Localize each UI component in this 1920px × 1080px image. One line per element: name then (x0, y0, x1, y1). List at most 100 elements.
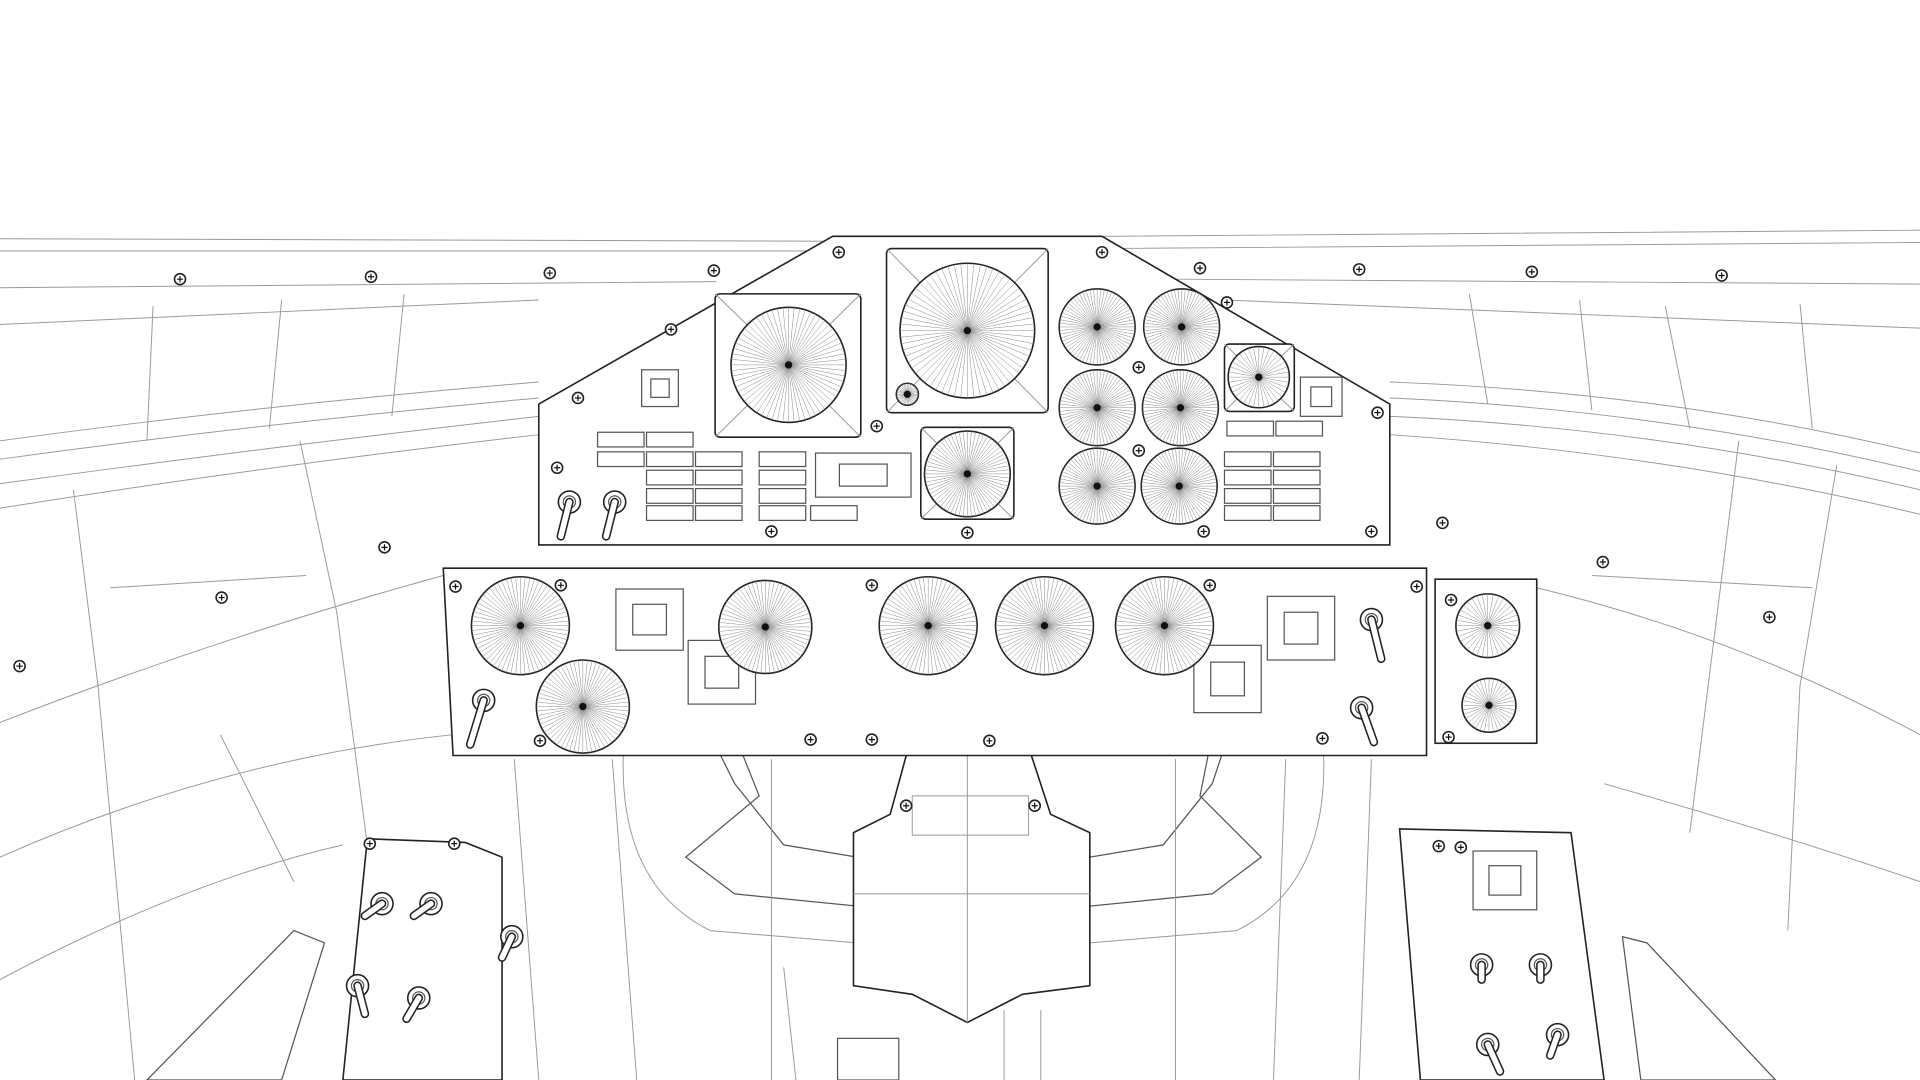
switch-block (694, 451, 743, 468)
screw-icon (543, 266, 557, 280)
screw-icon (1454, 841, 1468, 854)
screw-icon (832, 245, 846, 259)
block-inner (1210, 661, 1245, 697)
block-outline (694, 505, 743, 522)
switch-block (1226, 420, 1275, 437)
toggle-switch[interactable] (1475, 1032, 1505, 1076)
right-canopy-strut (1621, 935, 1777, 1080)
gauge-dial (878, 575, 978, 676)
toggle-switch[interactable] (601, 490, 627, 541)
block-outline (1272, 487, 1321, 504)
gauge-needle-hub (579, 702, 587, 711)
switch-block (758, 451, 807, 468)
gauge-needle-hub (963, 470, 972, 478)
screw-icon (870, 419, 884, 433)
switch-block (1272, 469, 1321, 486)
gauge-mesh (1141, 448, 1218, 525)
screw-icon (571, 391, 585, 405)
toggle-switch[interactable] (1349, 695, 1379, 747)
toggle-switch[interactable] (1469, 953, 1494, 984)
toggle-switch[interactable] (409, 891, 443, 921)
gauge-mesh (1059, 448, 1136, 525)
block-inner (632, 603, 668, 636)
block-outline (1275, 420, 1324, 437)
toggle-switch[interactable] (345, 973, 370, 1019)
switch-block (1223, 487, 1272, 504)
block-outline (596, 451, 645, 468)
toggle-switch[interactable] (402, 986, 431, 1024)
block-outline (645, 451, 694, 468)
block-outline (1272, 505, 1321, 522)
cockpit-walls (0, 229, 1920, 1080)
left-canopy-strut (146, 929, 326, 1080)
screw-icon (1715, 269, 1728, 282)
switch-block (596, 451, 645, 468)
screw-icon (1193, 261, 1207, 275)
toggle-switch[interactable] (1359, 607, 1386, 664)
block-outline (1223, 505, 1272, 522)
gauge-mesh (731, 307, 847, 423)
block-outline (694, 451, 743, 468)
block-inner (1488, 865, 1522, 896)
block-outline (645, 469, 694, 486)
toggle-switch[interactable] (360, 891, 394, 921)
gauge-needle-hub (1255, 373, 1263, 381)
screw-icon (1028, 799, 1041, 813)
gauge-mesh (1142, 369, 1219, 446)
switch-block (645, 431, 694, 448)
screw-icon (1432, 839, 1446, 853)
gauge-mesh (471, 576, 570, 675)
gauge-dial (885, 247, 1049, 414)
gauge-mesh (1059, 288, 1136, 365)
switch-blocks (596, 369, 1538, 911)
left-console-panel (342, 837, 503, 1080)
gauge-dial (1140, 447, 1218, 525)
gauge-mesh (1115, 576, 1214, 675)
block-outline (1272, 469, 1321, 486)
toggle-switches (345, 490, 1570, 1076)
switch-block (645, 451, 694, 468)
gauge-mesh (1228, 346, 1290, 408)
switch-block (694, 487, 743, 504)
block-outline (645, 505, 694, 522)
block-outline (1223, 469, 1272, 486)
right-console-panel (1398, 828, 1605, 1080)
screw-icon (899, 799, 913, 813)
block-outline (758, 487, 807, 504)
screw-icon (1763, 610, 1776, 624)
toggle-switch[interactable] (556, 490, 582, 541)
block-outline (1472, 850, 1538, 911)
block-outline (645, 431, 694, 448)
switch-block (1193, 644, 1262, 714)
switch-block (645, 487, 694, 504)
gauge-needle-hub (761, 623, 769, 631)
gauge-mesh (1462, 678, 1516, 733)
screw-icon (533, 734, 547, 748)
switch-block (615, 588, 684, 651)
gauge-needle-hub (1176, 404, 1185, 412)
screw-icon (865, 579, 879, 592)
gauge-needle-hub (1177, 323, 1186, 331)
screw-icon (1365, 525, 1378, 538)
screw-icon (1410, 580, 1424, 593)
screw-icon (1352, 263, 1366, 276)
block-outline (694, 469, 743, 486)
gauge-needle-hub (1040, 622, 1049, 630)
block-outline (1223, 451, 1272, 468)
toggle-switch[interactable] (465, 688, 496, 749)
gauges (470, 247, 1521, 754)
gauge-dial (1461, 677, 1517, 734)
gauge-dial (1455, 593, 1521, 659)
gauge-dial (1058, 447, 1136, 525)
gauge-needle-hub (903, 390, 912, 398)
screw-icon (447, 837, 461, 850)
gauge-mesh (1455, 593, 1520, 658)
control-column (770, 746, 1176, 1080)
switch-block (1299, 376, 1343, 417)
switch-block (1472, 850, 1538, 911)
toggle-switch[interactable] (1545, 1022, 1570, 1060)
toggle-switch[interactable] (1528, 953, 1553, 984)
toggle-switch[interactable] (497, 924, 524, 962)
switch-block (758, 505, 807, 522)
